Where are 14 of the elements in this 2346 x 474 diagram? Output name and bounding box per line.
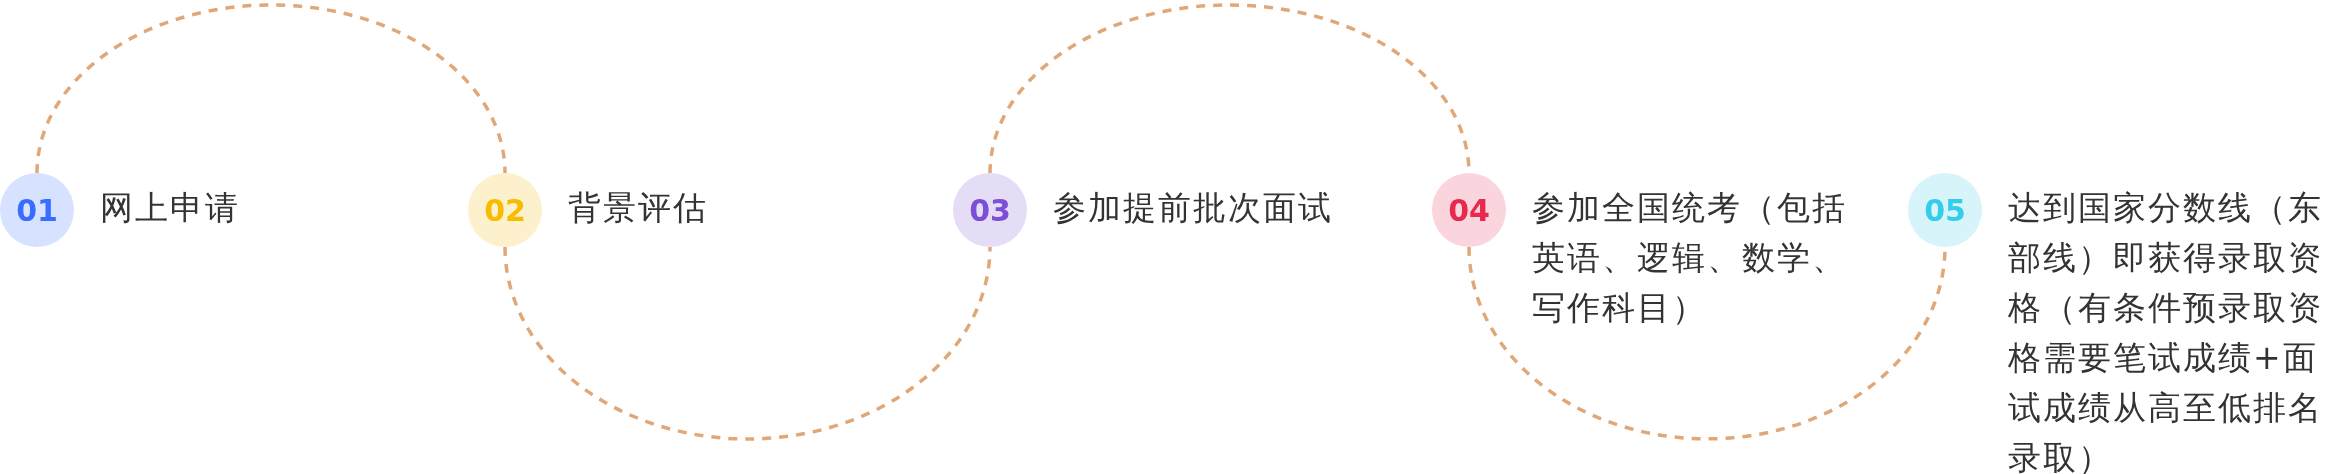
step-number-circle: 01 xyxy=(0,173,74,247)
step-label: 背景评估 xyxy=(568,187,709,229)
step-label: 参加全国统考（包括英语、逻辑、数学、写作科目） xyxy=(1532,187,1848,329)
dashed-arc xyxy=(1467,246,1947,441)
dashed-arc xyxy=(35,3,507,174)
dashed-arc xyxy=(503,246,992,441)
step-label: 达到国家分数线（东部线）即获得录取资格（有条件预录取资格需要笔试成绩+面试成绩从高至低排名录取） xyxy=(2008,187,2324,474)
step-number-circle: 04 xyxy=(1432,173,1506,247)
step-label: 参加提前批次面试 xyxy=(1053,187,1334,229)
step-label: 网上申请 xyxy=(100,187,241,229)
step-number-circle: 02 xyxy=(468,173,542,247)
dashed-arc xyxy=(988,3,1471,174)
step-number-circle: 03 xyxy=(953,173,1027,247)
step-number-circle: 05 xyxy=(1908,173,1982,247)
